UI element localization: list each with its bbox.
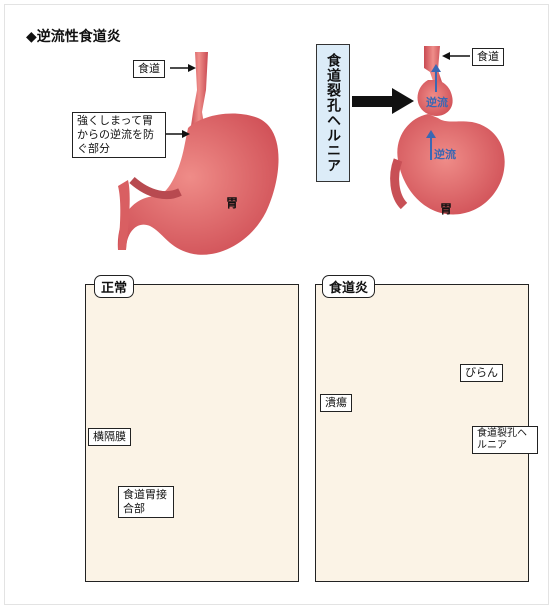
- hiatal-hernia-title: 食道裂孔ヘルニア: [316, 44, 350, 182]
- diaphragm-label: 横隔膜: [88, 428, 131, 446]
- ulcer-label: 潰瘍: [320, 394, 352, 412]
- normal-duodenum: [118, 180, 130, 250]
- reflux-label-upper: 逆流: [426, 94, 448, 110]
- reflux-label-lower: 逆流: [434, 146, 456, 162]
- stomach-label: 胃: [226, 194, 238, 211]
- tab-esophagitis: 食道炎: [322, 275, 375, 298]
- tab-normal: 正常: [94, 275, 134, 298]
- hernia-esophagus: [424, 46, 442, 84]
- erosion-label: びらん: [460, 364, 503, 382]
- hernia-stomach-drawing: [395, 46, 505, 214]
- gastroesophageal-junction-label: 食道胃接合部: [118, 486, 174, 518]
- hernia-esophagus-label: 食道: [472, 48, 504, 66]
- hernia-stomach-label: 胃: [440, 200, 452, 217]
- hernia-detail-label: 食道裂孔ヘルニア: [472, 426, 538, 454]
- esophagus-label: 食道: [133, 60, 165, 78]
- sphincter-label: 強くしまって胃からの逆流を防ぐ部分: [72, 112, 166, 158]
